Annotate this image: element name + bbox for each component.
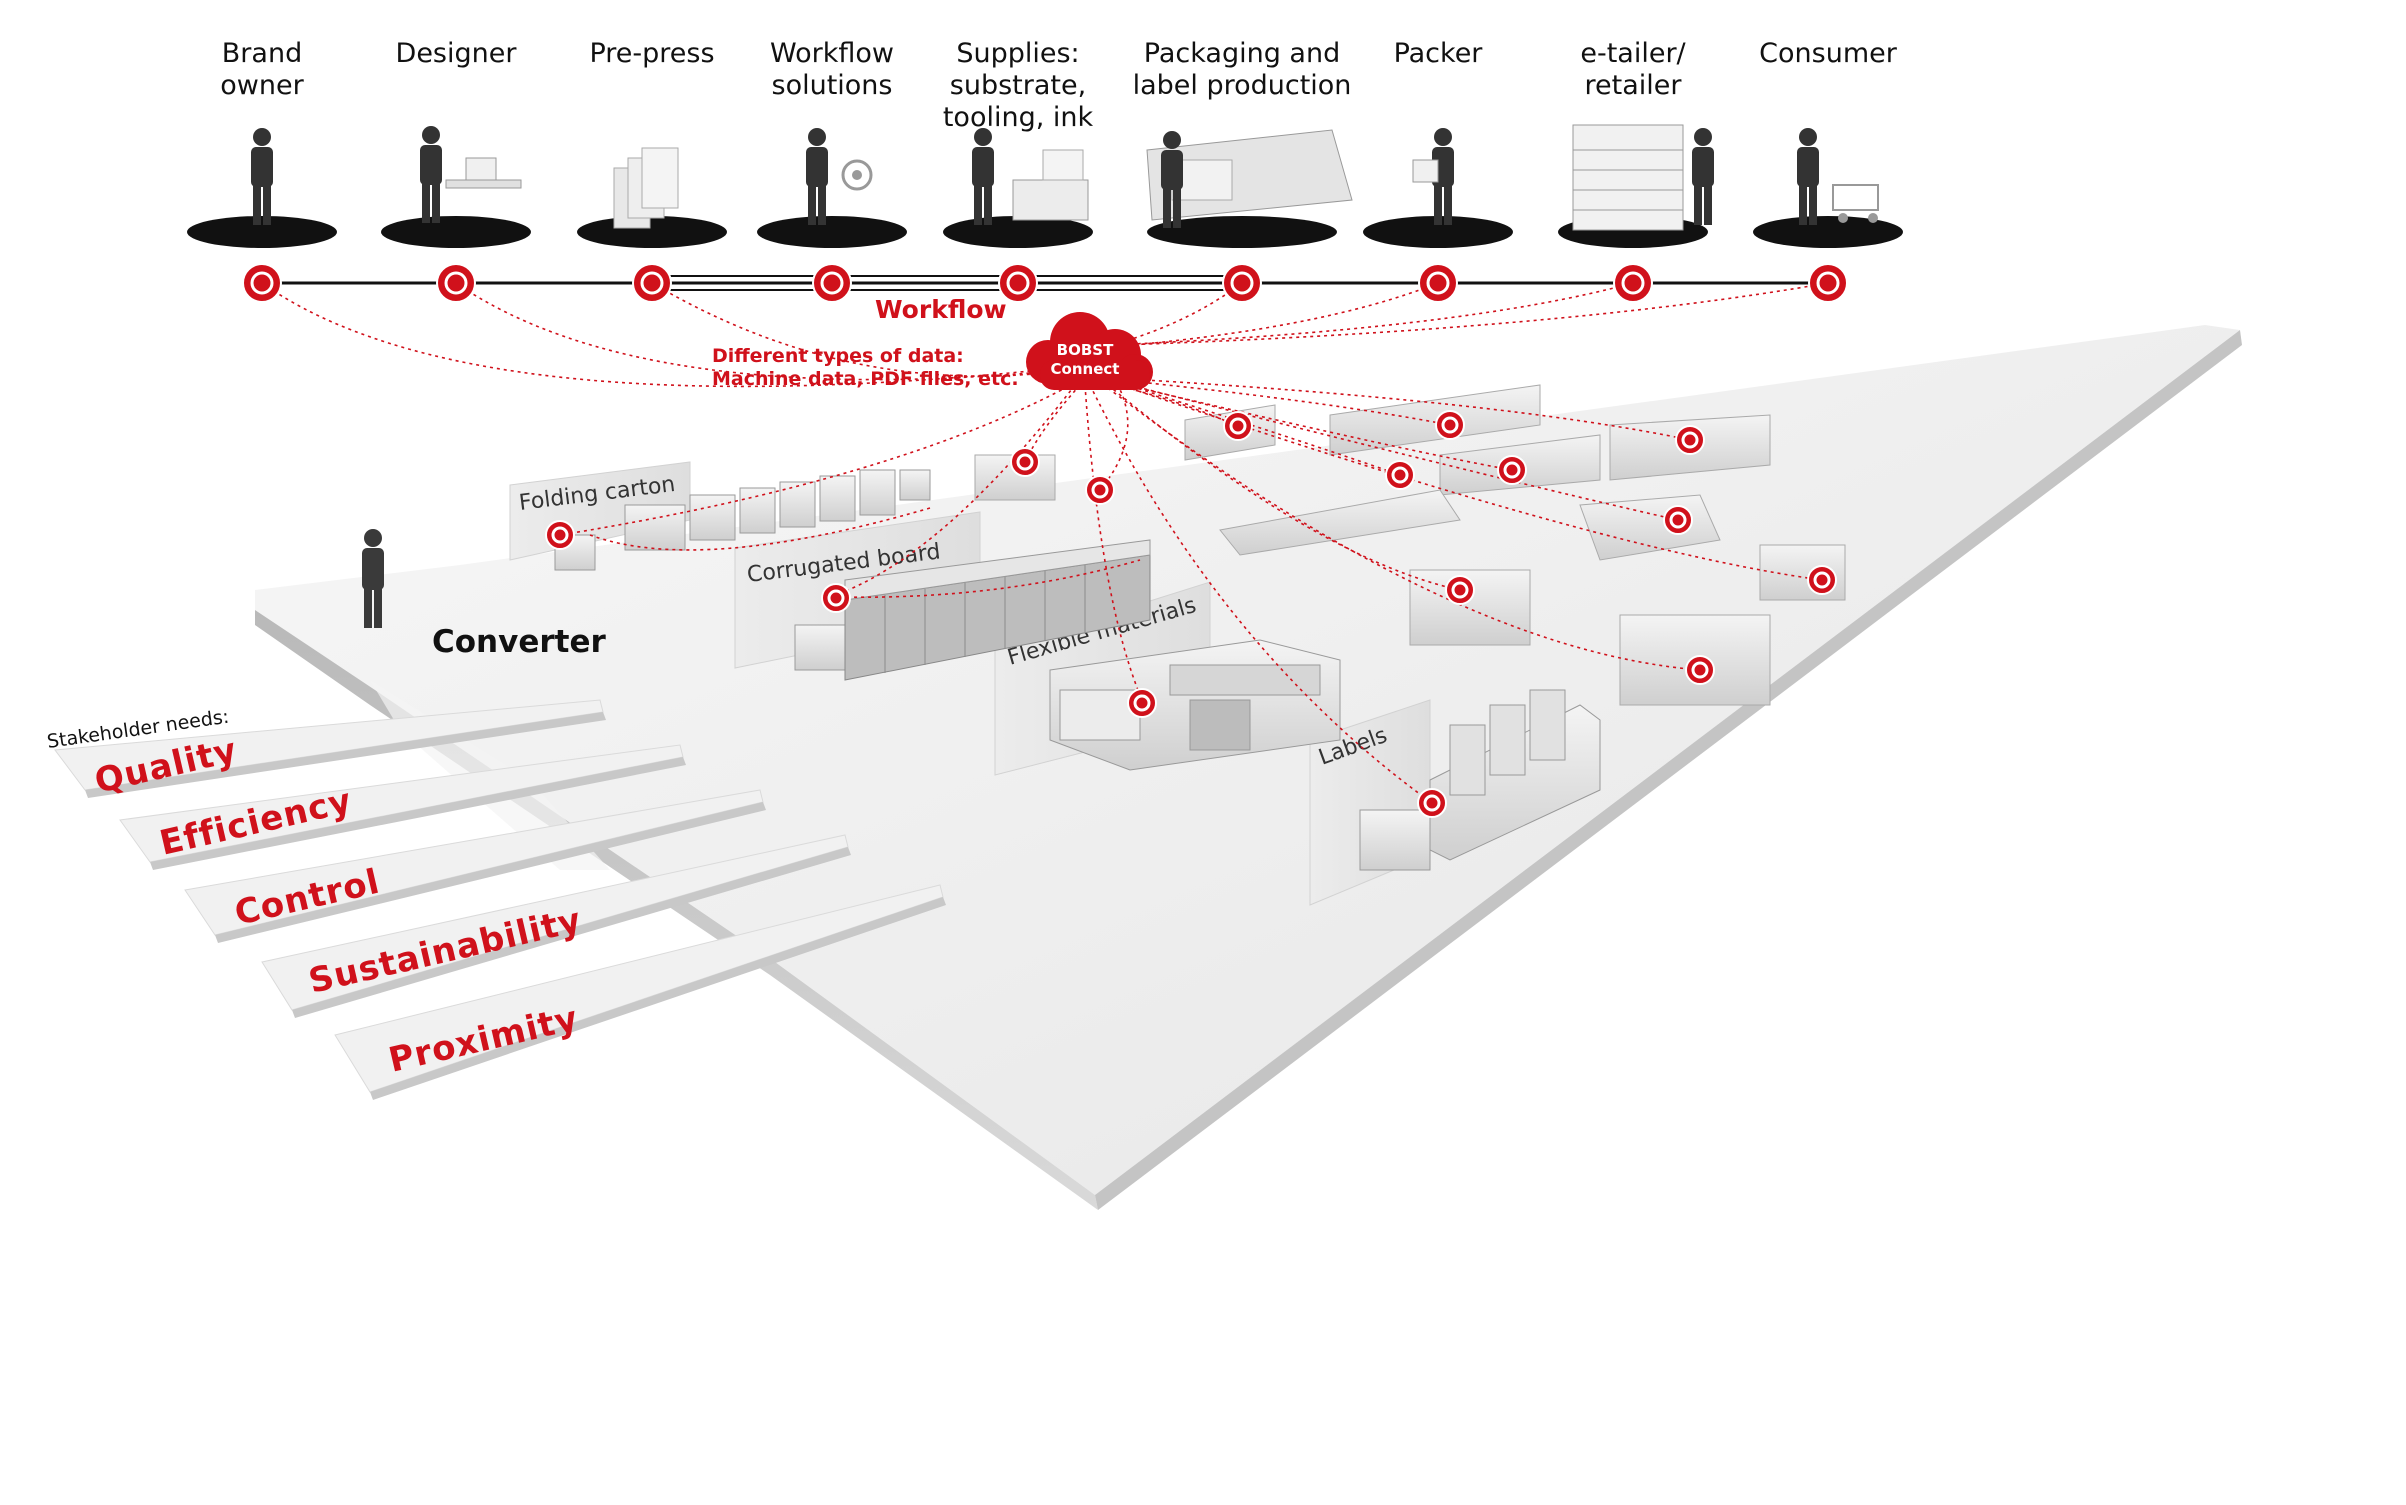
corrugated-board-machine bbox=[794, 539, 1151, 681]
stakeholder-label: solutions bbox=[772, 70, 893, 101]
workflow-node-7[interactable] bbox=[1613, 263, 1653, 303]
stakeholder-4: Supplies:substrate,tooling, ink bbox=[943, 38, 1094, 303]
shelf-icon bbox=[1572, 124, 1714, 231]
desk-worker-icon bbox=[420, 126, 522, 223]
workflow-node-5[interactable] bbox=[1222, 263, 1262, 303]
pallet-icon bbox=[972, 128, 1089, 225]
machine-node-8[interactable] bbox=[1497, 455, 1527, 485]
folding-carton-machine bbox=[554, 469, 931, 571]
bobst-connect-cloud-icon[interactable]: BOBST Connect bbox=[1026, 312, 1153, 390]
gear-network-icon bbox=[806, 128, 873, 225]
cloud-label-connect: Connect bbox=[1051, 360, 1120, 378]
converter-label: Converter bbox=[432, 624, 606, 660]
machine-node-2[interactable] bbox=[1010, 447, 1040, 477]
machines bbox=[554, 384, 1846, 871]
stakeholder-8: Consumer bbox=[1753, 38, 1903, 303]
machine-node-12[interactable] bbox=[1807, 565, 1837, 595]
machine-node-3[interactable] bbox=[1127, 688, 1157, 718]
stakeholder-6: Packer bbox=[1363, 38, 1513, 303]
stakeholder-label: retailer bbox=[1585, 70, 1683, 101]
workflow-node-3[interactable] bbox=[812, 263, 852, 303]
stakeholder-label: Packaging and bbox=[1144, 38, 1340, 69]
person-icon bbox=[251, 128, 273, 225]
machine-nodes bbox=[545, 410, 1837, 818]
machine-node-6[interactable] bbox=[1435, 410, 1465, 440]
machine-node-4[interactable] bbox=[1417, 788, 1447, 818]
machine-node-9[interactable] bbox=[1675, 425, 1705, 455]
stakeholder-label: substrate, bbox=[950, 70, 1086, 101]
stakeholder-label: Pre-press bbox=[589, 38, 714, 69]
stakeholder-label: Designer bbox=[396, 38, 518, 69]
data-types-line1: Different types of data: bbox=[712, 345, 964, 367]
cloud-label-bobst: BOBST bbox=[1057, 341, 1114, 359]
stakeholder-2: Pre-press bbox=[577, 38, 727, 303]
stakeholder-1: Designer bbox=[381, 38, 531, 303]
stakeholder-label: Consumer bbox=[1759, 38, 1898, 69]
stakeholder-label: e-tailer/ bbox=[1580, 38, 1686, 69]
box-carrier-icon bbox=[1412, 128, 1454, 225]
workflow-node-2[interactable] bbox=[632, 263, 672, 303]
machine-node-7[interactable] bbox=[1385, 460, 1415, 490]
shopping-cart-icon bbox=[1797, 128, 1879, 225]
paper-stack-icon bbox=[613, 147, 679, 229]
data-types-line2: Machine data, PDF files, etc. bbox=[712, 368, 1019, 390]
stakeholder-label: tooling, ink bbox=[943, 102, 1094, 133]
workflow-node-6[interactable] bbox=[1418, 263, 1458, 303]
converter-person-icon bbox=[362, 529, 384, 628]
machine-node-5[interactable] bbox=[1223, 411, 1253, 441]
data-connections bbox=[261, 282, 1829, 804]
machine-node-0[interactable] bbox=[545, 520, 575, 550]
stakeholder-label: Supplies: bbox=[956, 38, 1079, 69]
stakeholder-label: owner bbox=[220, 70, 304, 101]
flexible-materials-machine bbox=[1049, 639, 1341, 771]
workflow-label: Workflow bbox=[875, 295, 1007, 324]
stakeholder-label: Workflow bbox=[770, 38, 894, 69]
workflow-line bbox=[262, 275, 1828, 291]
machine-node-1[interactable] bbox=[821, 583, 851, 613]
machine-node-14[interactable] bbox=[1085, 475, 1115, 505]
machine-icon bbox=[1146, 129, 1353, 228]
stakeholder-needs-panel: Stakeholder needs: Quality Efficiency Co… bbox=[46, 699, 946, 1100]
machine-node-10[interactable] bbox=[1663, 505, 1693, 535]
machine-node-11[interactable] bbox=[1445, 575, 1475, 605]
machine-node-13[interactable] bbox=[1685, 655, 1715, 685]
need-efficiency: Efficiency bbox=[156, 781, 356, 864]
stakeholder-label: Packer bbox=[1394, 38, 1484, 69]
stakeholder-label: Brand bbox=[222, 38, 302, 69]
workflow-node-4[interactable] bbox=[998, 263, 1038, 303]
stakeholder-label: label production bbox=[1133, 70, 1352, 101]
workflow-node-0[interactable] bbox=[242, 263, 282, 303]
workflow-node-1[interactable] bbox=[436, 263, 476, 303]
labels-machine bbox=[1359, 689, 1601, 871]
workflow-node-8[interactable] bbox=[1808, 263, 1848, 303]
stakeholder-7: e-tailer/retailer bbox=[1558, 38, 1714, 303]
